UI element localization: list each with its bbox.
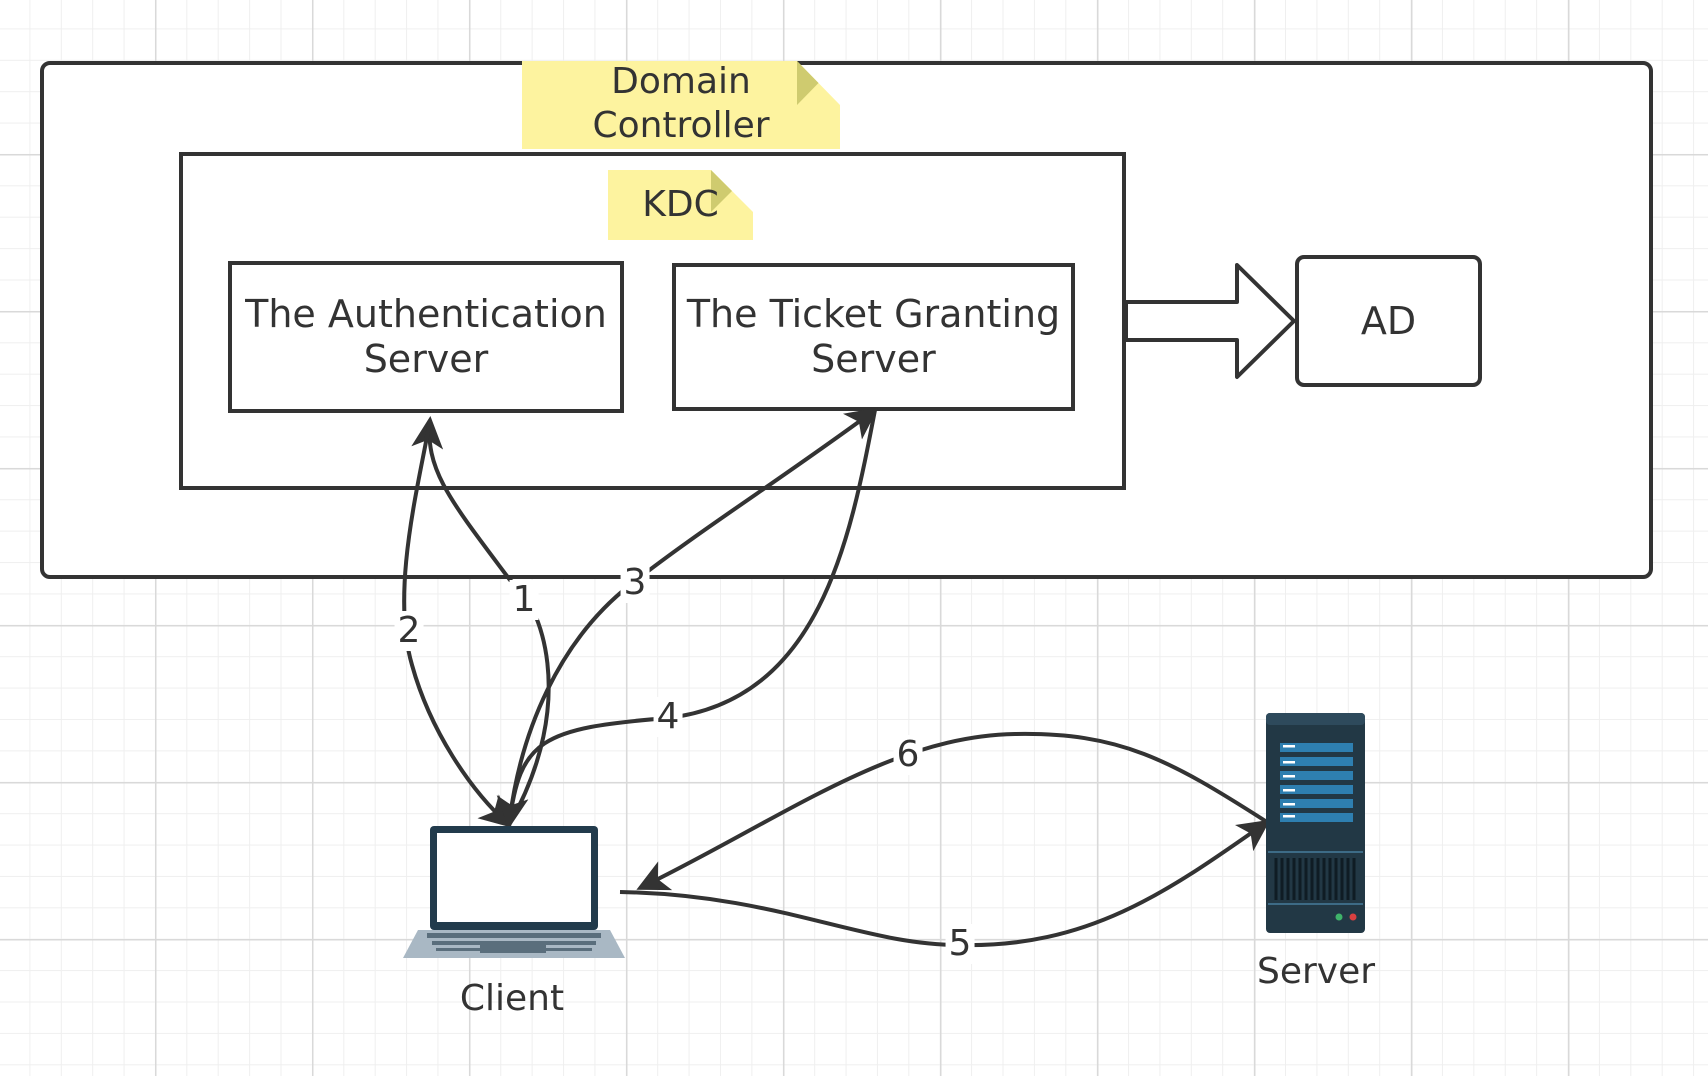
authentication-server-node: The Authentication Server [228, 261, 624, 413]
edge-step-2 [402, 419, 512, 828]
ad-node: AD [1295, 255, 1482, 387]
edge-step-4 [496, 409, 877, 829]
server-rack-icon [1266, 713, 1365, 933]
edge-step-6 [636, 731, 1269, 891]
server-label: Server [1256, 951, 1376, 992]
edge-step-4-label: 4 [653, 697, 683, 737]
kdc-title: KDC [642, 184, 719, 225]
edge-step-5 [619, 819, 1271, 948]
edge-step-2-label: 2 [394, 611, 424, 651]
client-label: Client [459, 978, 565, 1019]
ad-label: AD [1360, 298, 1417, 343]
edge-step-1 [411, 416, 551, 826]
edge-step-3 [507, 407, 879, 826]
ticket-granting-server-label: The Ticket Granting Server [686, 292, 1061, 381]
kdc-to-ad-arrow [1124, 263, 1296, 379]
edge-step-1-label: 1 [509, 580, 539, 620]
domain-controller-title: Domain Controller [592, 61, 770, 146]
edge-step-5-label: 5 [945, 924, 975, 964]
edge-step-3-label: 3 [620, 563, 650, 603]
authentication-server-label: The Authentication Server [245, 292, 607, 381]
domain-controller-note [522, 61, 840, 149]
laptop-icon [403, 826, 625, 958]
edge-step-6-label: 6 [893, 735, 923, 775]
